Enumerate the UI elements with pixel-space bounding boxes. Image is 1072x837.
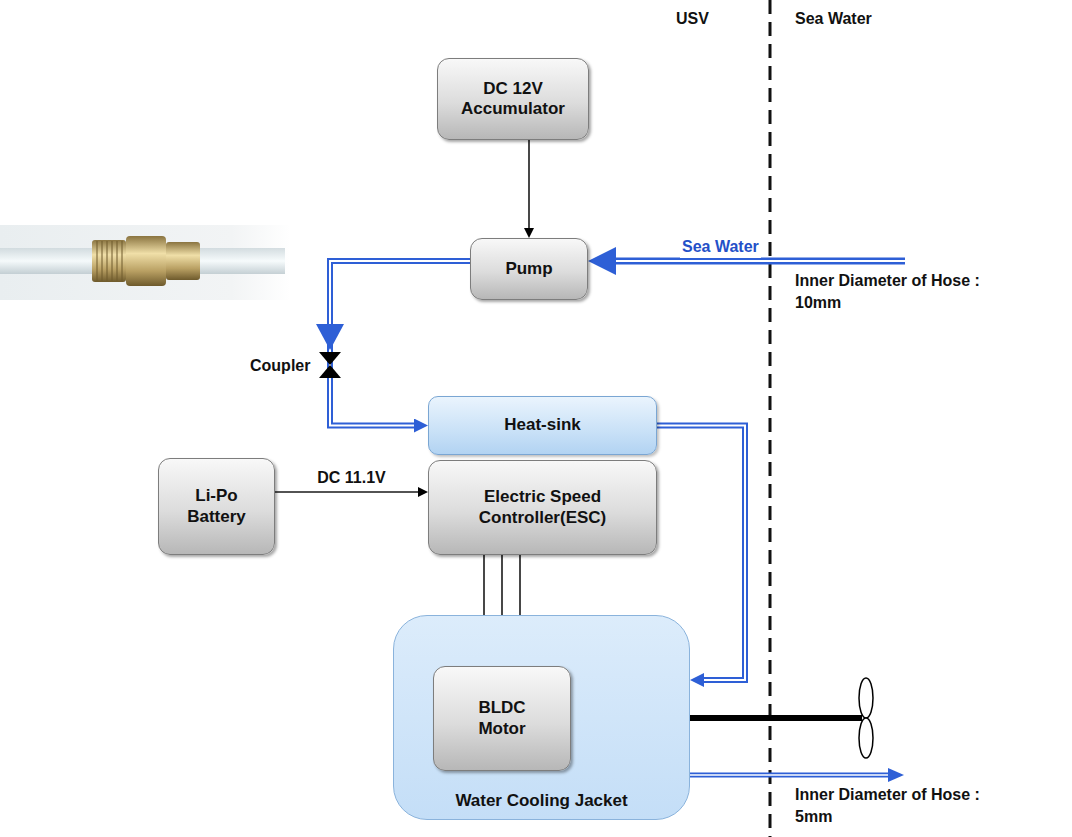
photo-ground	[0, 225, 290, 300]
hose-label: Inner Diameter of Hose : 10mm	[795, 270, 1010, 313]
hull-boundary	[769, 0, 772, 837]
flow-arrowhead	[316, 324, 344, 350]
node-text: Pump	[505, 259, 552, 279]
part-label: Coupler	[250, 355, 310, 377]
coupler-photo	[0, 225, 290, 300]
accumulator-box: DC 12V Accumulator	[437, 58, 589, 140]
blade	[859, 678, 873, 718]
connector-line	[528, 140, 530, 228]
water-outlet	[690, 768, 904, 782]
heat-sink-box: Heat-sink	[428, 396, 657, 455]
coupler-sleeve	[166, 242, 200, 280]
node-text: Electric Speed Controller(ESC)	[439, 487, 646, 528]
voltage-label: DC 11.1V	[317, 467, 385, 489]
node-text: Li-Po Battery	[169, 486, 264, 527]
pump-box: Pump	[470, 238, 588, 300]
esc-box: Electric Speed Controller(ESC)	[428, 460, 657, 555]
battery-box: Li-Po Battery	[158, 458, 275, 555]
motor-box: BLDC Motor	[433, 666, 571, 771]
region-label: USV	[676, 8, 709, 30]
flow-label: Sea Water	[680, 236, 761, 258]
node-text: Heat-sink	[504, 415, 581, 435]
region-label: Sea Water	[795, 8, 872, 30]
node-text: DC 12V Accumulator	[448, 79, 578, 120]
hose-label: Inner Diameter of Hose : 5mm	[795, 784, 1010, 827]
knurl-lines	[97, 241, 122, 281]
coupler-symbol	[319, 352, 341, 378]
node-text: Water Cooling Jacket	[455, 791, 627, 811]
cooling-jacket: Water Cooling Jacket BLDC Motor	[393, 615, 690, 820]
wire	[275, 492, 418, 493]
coupler-body	[126, 236, 166, 286]
knurled-nut	[92, 240, 126, 282]
connector-line	[275, 491, 418, 493]
blade	[859, 718, 873, 758]
wire	[529, 140, 530, 228]
node-text: BLDC Motor	[467, 698, 537, 739]
